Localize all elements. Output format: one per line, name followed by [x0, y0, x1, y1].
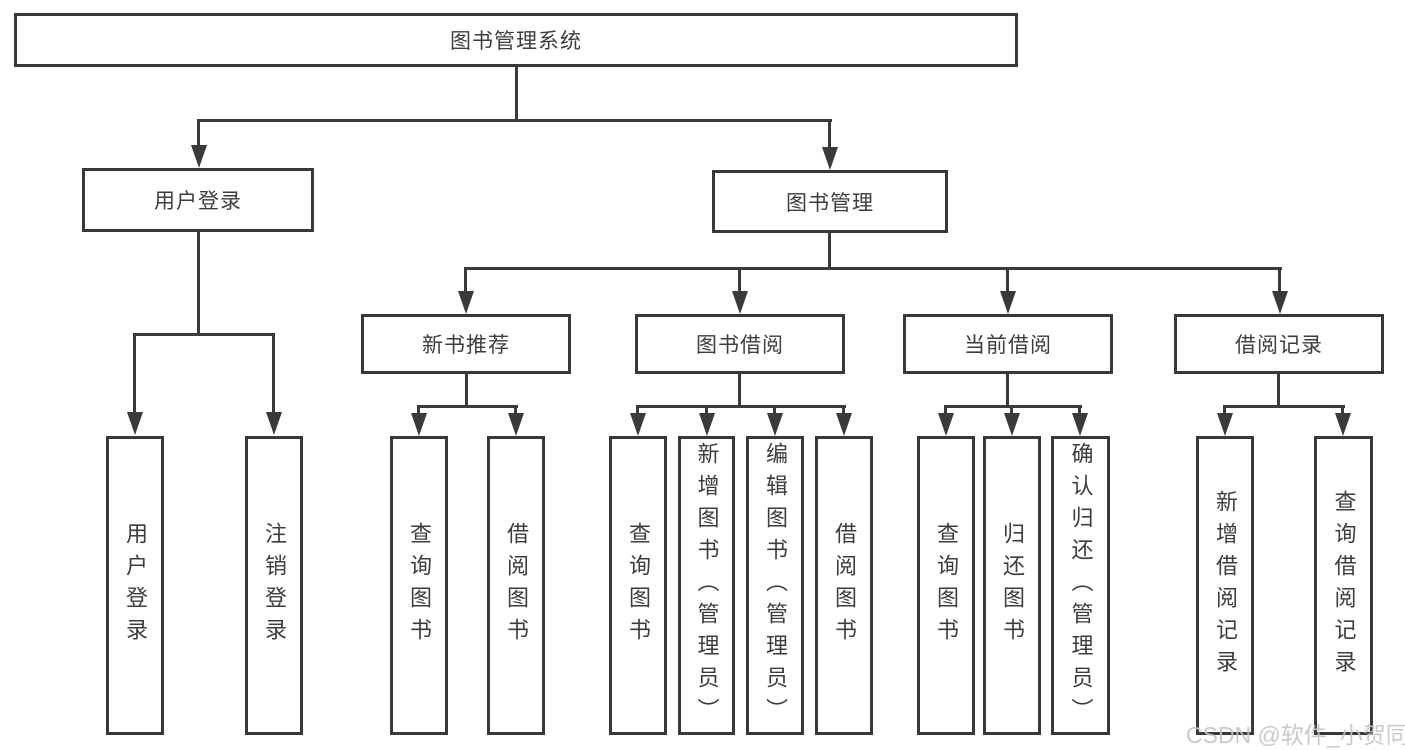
connector-line	[842, 405, 845, 415]
leaf-query-books-current-label: 查询图书	[934, 521, 959, 650]
node-library-system: 图书管理系统	[14, 13, 1018, 67]
leaf-confirm-return-admin: 确认归还（管理员）	[1051, 436, 1110, 735]
connector-line	[1078, 405, 1081, 415]
leaf-edit-books-admin: 编辑图书（管理员）	[746, 436, 804, 735]
arrowhead-down-icon	[767, 413, 783, 436]
connector-line	[272, 333, 275, 414]
leaf-query-books-recommend-label: 查询图书	[407, 521, 432, 650]
arrowhead-down-icon	[1072, 413, 1088, 436]
leaf-add-borrowing-record: 新增借阅记录	[1196, 436, 1254, 735]
connector-line	[773, 405, 776, 415]
connector-line	[1006, 267, 1009, 293]
connector-line	[738, 267, 741, 293]
node-book-borrowing: 图书借阅	[635, 314, 845, 374]
connector-line	[1341, 405, 1344, 415]
leaf-query-books-borrowing: 查询图书	[609, 436, 667, 735]
arrowhead-down-icon	[508, 413, 524, 436]
arrowhead-down-icon	[458, 291, 474, 314]
connector-line	[133, 333, 275, 336]
arrowhead-down-icon	[822, 147, 838, 170]
leaf-query-books-recommend: 查询图书	[390, 436, 448, 735]
csdn-watermark: CSDN @软件_小贺同学	[1186, 722, 1405, 748]
connector-line	[417, 405, 420, 415]
connector-line	[1277, 374, 1280, 408]
connector-line	[1006, 374, 1009, 408]
leaf-return-books: 归还图书	[983, 436, 1041, 735]
node-user-login: 用户登录	[82, 168, 314, 232]
node-current-borrowing-label: 当前借阅	[964, 334, 1052, 357]
arrowhead-down-icon	[1217, 413, 1233, 436]
leaf-query-borrowing-record: 查询借阅记录	[1314, 436, 1373, 735]
node-current-borrowing: 当前借阅	[903, 314, 1113, 374]
connector-line	[197, 232, 200, 336]
arrowhead-down-icon	[1335, 413, 1351, 436]
connector-line	[828, 119, 831, 149]
connector-line	[636, 405, 639, 415]
connector-line	[828, 233, 831, 270]
node-user-login-label: 用户登录	[154, 190, 242, 213]
node-borrowing-records: 借阅记录	[1174, 314, 1384, 374]
connector-line	[944, 405, 947, 415]
connector-line	[1278, 267, 1281, 293]
connector-line	[515, 66, 518, 120]
node-new-book-recommendation-label: 新书推荐	[422, 334, 510, 357]
leaf-query-borrowing-record-label: 查询借阅记录	[1331, 489, 1357, 682]
connector-line	[1223, 405, 1226, 415]
arrowhead-down-icon	[1004, 413, 1020, 436]
connector-line	[738, 374, 741, 408]
node-new-book-recommendation: 新书推荐	[361, 314, 571, 374]
arrowhead-down-icon	[699, 413, 715, 436]
connector-line	[197, 119, 832, 122]
leaf-logout-label: 注销登录	[262, 521, 287, 650]
connector-line	[133, 333, 136, 414]
connector-line	[197, 119, 200, 147]
connector-line	[465, 374, 468, 408]
leaf-borrow-books-recommend-label: 借阅图书	[504, 521, 529, 650]
connector-line	[464, 267, 467, 293]
leaf-logout: 注销登录	[245, 436, 303, 735]
arrowhead-down-icon	[411, 413, 427, 436]
connector-line	[417, 405, 518, 408]
arrowhead-down-icon	[127, 412, 143, 435]
leaf-user-login: 用户登录	[106, 436, 164, 735]
arrowhead-down-icon	[630, 413, 646, 436]
leaf-add-books-admin: 新增图书（管理员）	[678, 436, 735, 735]
leaf-query-books-borrowing-label: 查询图书	[626, 521, 651, 650]
node-library-system-label: 图书管理系统	[450, 30, 582, 53]
arrowhead-down-icon	[1000, 291, 1016, 314]
leaf-borrow-books-borrowing: 借阅图书	[815, 436, 873, 735]
leaf-add-books-admin-label: 新增图书（管理员）	[694, 441, 720, 730]
connector-line	[464, 267, 1282, 270]
connector-line	[705, 405, 708, 415]
leaf-add-borrowing-record-label: 新增借阅记录	[1213, 489, 1238, 682]
leaf-return-books-label: 归还图书	[1000, 521, 1025, 650]
leaf-confirm-return-admin-label: 确认归还（管理员）	[1068, 441, 1094, 730]
leaf-user-login-label: 用户登录	[123, 521, 148, 650]
arrowhead-down-icon	[266, 412, 282, 435]
leaf-query-books-current: 查询图书	[917, 436, 975, 735]
arrowhead-down-icon	[836, 413, 852, 436]
arrowhead-down-icon	[1272, 291, 1288, 314]
node-book-borrowing-label: 图书借阅	[696, 334, 784, 357]
connector-line	[514, 405, 517, 415]
node-borrowing-records-label: 借阅记录	[1235, 334, 1323, 357]
arrowhead-down-icon	[732, 291, 748, 314]
node-book-management: 图书管理	[712, 170, 948, 233]
leaf-edit-books-admin-label: 编辑图书（管理员）	[763, 441, 788, 730]
connector-line	[636, 405, 846, 408]
leaf-borrow-books-recommend: 借阅图书	[487, 436, 545, 735]
leaf-borrow-books-borrowing-label: 借阅图书	[832, 521, 857, 650]
connector-line	[1010, 405, 1013, 415]
connector-line	[944, 405, 1082, 408]
node-book-management-label: 图书管理	[786, 191, 874, 215]
arrowhead-down-icon	[938, 413, 954, 436]
connector-line	[1223, 405, 1345, 408]
arrowhead-down-icon	[191, 145, 207, 168]
